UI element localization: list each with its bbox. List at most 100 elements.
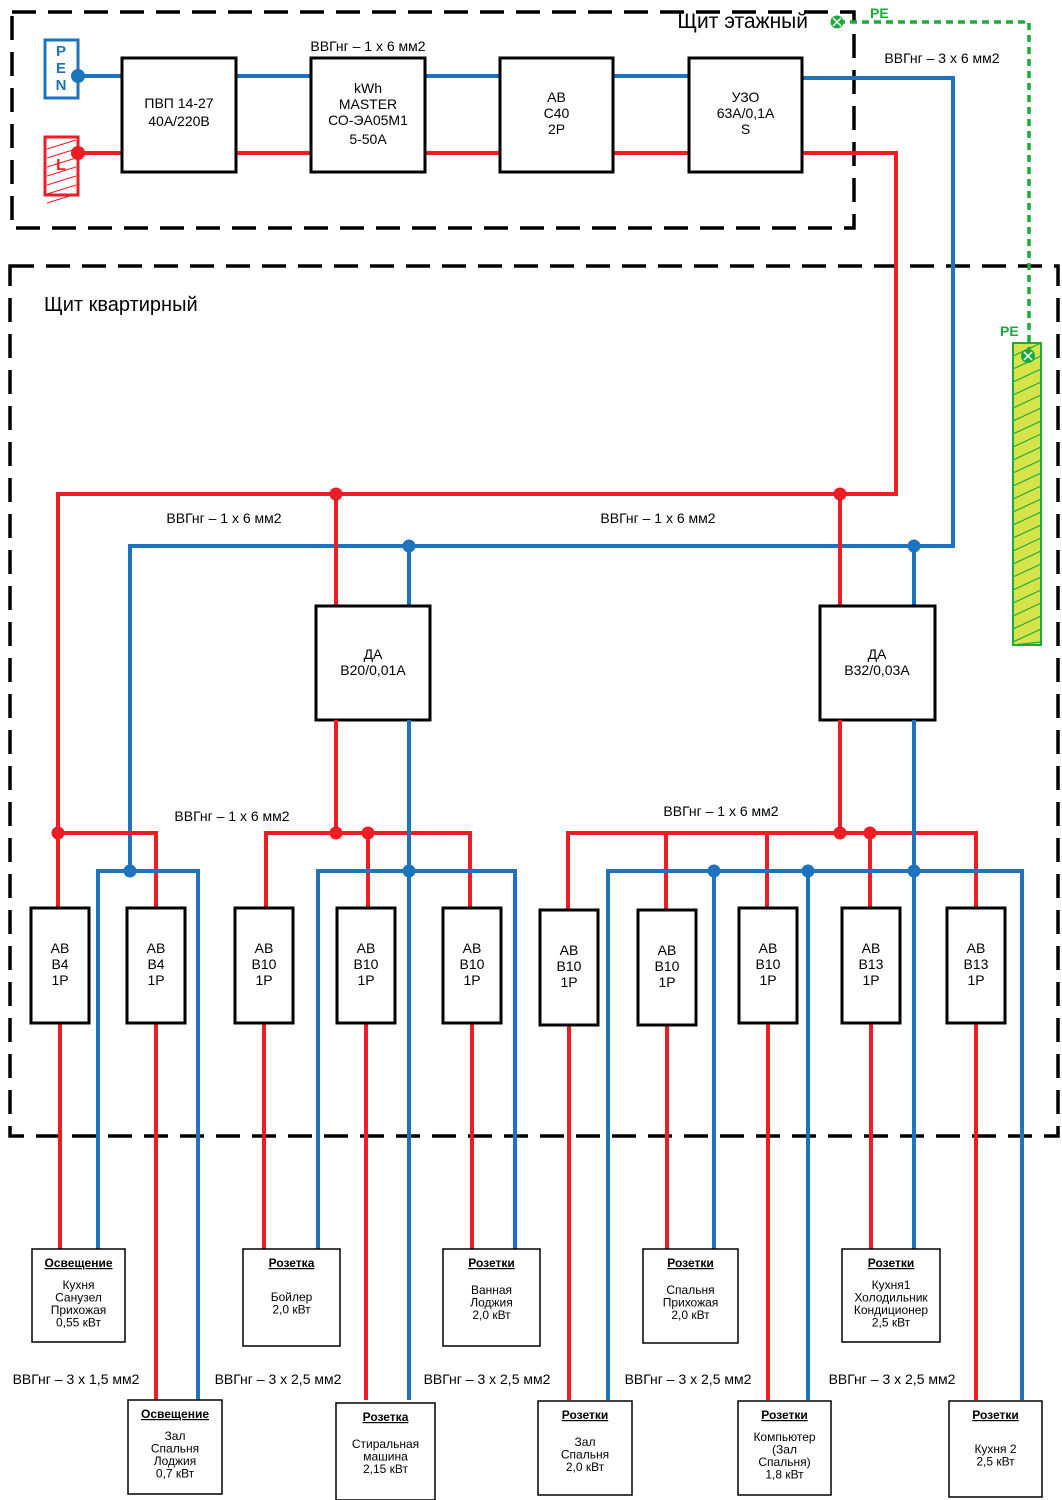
floor-panel-title: Щит этажный bbox=[677, 10, 808, 33]
load-box bbox=[841, 1248, 941, 1343]
device-ab-c40 bbox=[498, 56, 615, 174]
cable-label-out: ВВГнг – 3 х 2,5 мм2 bbox=[424, 1371, 551, 1387]
breaker-label: В10 bbox=[655, 958, 680, 974]
breaker bbox=[945, 906, 1007, 1025]
pe-wire bbox=[838, 20, 1031, 355]
breaker bbox=[636, 908, 698, 1027]
breaker-label: В10 bbox=[460, 956, 485, 972]
load-title: Розетка bbox=[269, 1256, 315, 1270]
pe-label-bar: PE bbox=[1000, 323, 1019, 339]
load-box bbox=[642, 1248, 739, 1344]
device-da2-label: В32/0,03А bbox=[844, 662, 910, 678]
load-line: Лоджия bbox=[470, 1296, 513, 1310]
device-meter-label: MASTER bbox=[339, 96, 397, 112]
neutral-main-bus bbox=[128, 76, 955, 870]
breaker-label: 1Р bbox=[463, 972, 480, 988]
phase-junction bbox=[833, 487, 847, 501]
pe-bus-hatch bbox=[1012, 563, 1042, 578]
l-terminal-hatch bbox=[46, 175, 77, 186]
pe-bus-hatch bbox=[1012, 433, 1042, 448]
load-box bbox=[442, 1248, 541, 1347]
device-da1-label: ДА bbox=[364, 646, 383, 662]
phase-main-bus bbox=[56, 151, 898, 910]
breaker bbox=[29, 906, 91, 1025]
load-line: Бойлер bbox=[271, 1290, 313, 1304]
pe-bus-hatch bbox=[1012, 589, 1042, 604]
pe-terminal-bar-cross bbox=[1023, 351, 1033, 361]
load-line: Кухня bbox=[62, 1278, 94, 1292]
breaker-label: 1Р bbox=[967, 972, 984, 988]
l-terminal-hatch bbox=[46, 166, 77, 177]
breaker bbox=[125, 906, 187, 1025]
phase-junction bbox=[51, 826, 65, 840]
load-line: машина bbox=[363, 1450, 408, 1464]
breaker-label: В13 bbox=[964, 956, 989, 972]
l-terminal-hatch bbox=[46, 184, 77, 195]
neutral-branch-bus-right bbox=[606, 869, 1024, 1400]
breaker-label: 1Р bbox=[255, 972, 272, 988]
breaker bbox=[335, 906, 397, 1025]
pe-bus-hatch bbox=[1012, 628, 1042, 643]
load-line: Спальня) bbox=[758, 1455, 810, 1469]
load-line: 2,0 кВт bbox=[472, 1308, 511, 1322]
cable-label-out: ВВГнг – 3 х 1,5 мм2 bbox=[13, 1371, 140, 1387]
load-line: Кухня 2 bbox=[974, 1442, 1016, 1456]
breaker-label: В10 bbox=[557, 958, 582, 974]
pe-bus-hatch bbox=[1012, 511, 1042, 526]
breaker-label: В10 bbox=[756, 956, 781, 972]
l-terminal-hatch bbox=[46, 193, 77, 204]
device-da1-label: В20/0,01А bbox=[340, 662, 406, 678]
device-uzo-label: S bbox=[741, 121, 750, 137]
load-line: 2,5 кВт bbox=[872, 1316, 911, 1330]
load-title: Розетки bbox=[761, 1408, 807, 1422]
breaker-label: В4 bbox=[51, 956, 68, 972]
load-line: Ванная bbox=[471, 1283, 512, 1297]
l-terminal-hatch bbox=[46, 148, 77, 159]
load-title: Розетка bbox=[363, 1410, 409, 1424]
breaker-label: АВ bbox=[463, 940, 482, 956]
pen-terminal-letter: N bbox=[56, 77, 67, 94]
breaker-label: АВ bbox=[560, 942, 579, 958]
phase-junction bbox=[863, 826, 877, 840]
load-line: Зал bbox=[165, 1429, 186, 1443]
breaker-label: АВ bbox=[147, 940, 166, 956]
neutral-junction bbox=[707, 864, 721, 878]
load-line: 2,0 кВт bbox=[566, 1460, 605, 1474]
device-uzo-label: УЗО bbox=[732, 89, 760, 105]
phase-junction bbox=[329, 826, 343, 840]
load-title: Розетки bbox=[667, 1256, 713, 1270]
l-terminal-hatch bbox=[46, 157, 77, 168]
load-line: 0,55 кВт bbox=[56, 1316, 102, 1330]
breaker bbox=[538, 908, 600, 1027]
device-uzo bbox=[687, 56, 804, 174]
breaker-label: В13 bbox=[859, 956, 884, 972]
device-da1 bbox=[314, 604, 432, 722]
breaker-label: АВ bbox=[658, 942, 677, 958]
cable-label-out: ВВГнг – 3 х 2,5 мм2 bbox=[829, 1371, 956, 1387]
neutral-junction bbox=[801, 864, 815, 878]
neutral-junction bbox=[123, 864, 137, 878]
pe-bus-hatch bbox=[1012, 485, 1042, 500]
load-line: Прихожая bbox=[51, 1303, 107, 1317]
neutral-branch-bus-lighting bbox=[96, 869, 200, 1400]
pe-bus-hatch bbox=[1012, 472, 1042, 487]
phase-junction bbox=[361, 826, 375, 840]
load-line: Прихожая bbox=[663, 1296, 719, 1310]
pe-bus-hatch bbox=[1012, 498, 1042, 513]
cable-label-3x6: ВВГнг – 3 х 6 мм2 bbox=[884, 50, 999, 66]
pe-bus-hatch bbox=[1012, 368, 1042, 383]
device-pvp bbox=[120, 56, 238, 174]
load-line: Зал bbox=[575, 1435, 596, 1449]
breaker-label: 1Р bbox=[51, 972, 68, 988]
device-ab-c40-label: С40 bbox=[544, 105, 570, 121]
cable-label-top: ВВГнг – 1 х 6 мм2 bbox=[310, 38, 425, 54]
device-meter-label: СО-ЭА05М1 bbox=[328, 112, 408, 128]
l-terminal-letter: L bbox=[56, 157, 66, 174]
breaker bbox=[441, 906, 503, 1025]
load-line: 2,0 кВт bbox=[272, 1303, 311, 1317]
breaker-label: В10 bbox=[354, 956, 379, 972]
breaker-label: 1Р bbox=[357, 972, 374, 988]
load-line: 2,15 кВт bbox=[363, 1462, 409, 1476]
load-line: 2,5 кВт bbox=[976, 1455, 1015, 1469]
